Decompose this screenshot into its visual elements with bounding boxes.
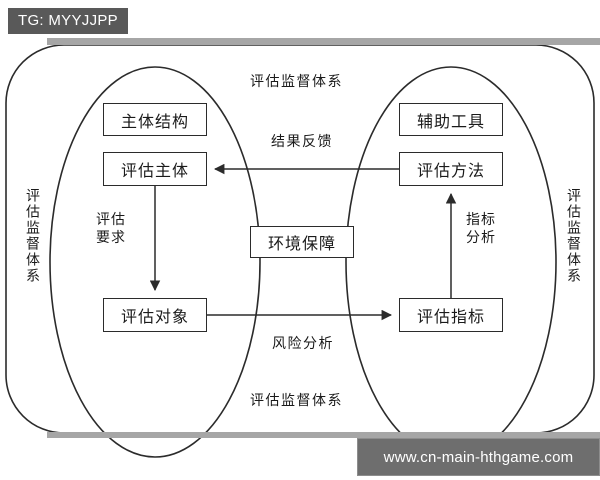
label-risk-analysis: 风险分析 [272,336,334,352]
node-evaluation-object[interactable]: 评估对象 [103,298,207,332]
node-evaluation-method[interactable]: 评估方法 [399,152,503,186]
label-indicator-analysis: 指标 分析 [466,212,496,246]
label-evaluation-requirement: 评估 要求 [96,212,126,246]
bottom-grey-bar [47,432,600,438]
tg-tag-badge: TG: MYYJJPP [8,8,128,35]
label-result-feedback: 结果反馈 [271,134,333,150]
node-evaluation-subject[interactable]: 评估主体 [103,152,207,186]
site-watermark: www.cn-main-hthgame.com [357,438,600,476]
label-top-system-title: 评估监督体系 [250,74,343,90]
node-auxiliary-tools[interactable]: 辅助工具 [399,103,503,136]
node-subject-structure[interactable]: 主体结构 [103,103,207,136]
node-environment-guarantee[interactable]: 环境保障 [250,226,354,258]
label-left-system-title: 评估监督体系 [24,188,40,284]
node-evaluation-indicator[interactable]: 评估指标 [399,298,503,332]
label-right-system-title: 评估监督体系 [565,188,581,284]
top-grey-bar [47,38,600,45]
label-bottom-system-title: 评估监督体系 [250,393,343,409]
